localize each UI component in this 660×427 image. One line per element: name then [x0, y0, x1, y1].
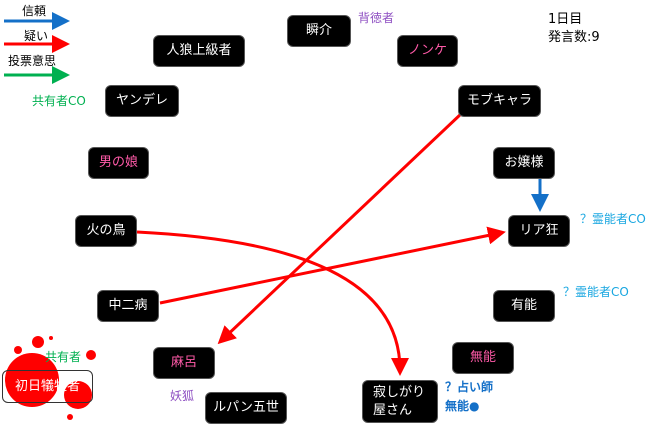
node-nonke[interactable]: ノンケ [397, 35, 458, 67]
node-yandere[interactable]: ヤンデレ [105, 85, 179, 117]
node-munou[interactable]: 無能 [452, 342, 514, 374]
annotation-yandere: 共有者CO [32, 94, 86, 108]
annotation-victim: 共有者 [45, 350, 82, 364]
node-mobu[interactable]: モブキャラ [458, 85, 541, 117]
doubt-arrow-hinotori-sabishi [136, 230, 409, 376]
legend-vote-label: 投票意思 [8, 54, 57, 68]
legend-doubt-label: 疑い [24, 29, 49, 43]
node-sabishigariya-line1: 寂しがり [373, 384, 426, 400]
node-shunsuke[interactable]: 瞬介 [287, 15, 351, 47]
node-maro[interactable]: 麻呂 [153, 347, 215, 379]
node-yuunou[interactable]: 有能 [493, 290, 555, 322]
annotation-sabishi-seer: ？占い師 [445, 380, 494, 394]
annotation-shunsuke: 背徳者 [358, 11, 395, 25]
doubt-arrow-chuni-riakyo [159, 226, 506, 305]
day-label: 1日目 [548, 12, 583, 27]
annotation-riakyo: ？霊能者CO [580, 212, 646, 226]
speech-count: 発言数:9 [548, 30, 600, 45]
node-lupin[interactable]: ルパン五世 [205, 392, 287, 424]
node-otokonoko[interactable]: 男の娘 [88, 147, 149, 179]
node-sabishigariya[interactable]: 寂しがり 屋さん [362, 380, 438, 423]
node-chuni[interactable]: 中二病 [97, 290, 159, 322]
annotation-sabishi-result: 無能● [445, 399, 480, 413]
node-ojou[interactable]: お嬢様 [493, 147, 555, 179]
annotation-maro: 妖狐 [170, 389, 195, 403]
legend-trust-label: 信頼 [22, 4, 47, 18]
annotation-yuunou: ？霊能者CO [563, 285, 629, 299]
doubt-arrow-mobu-maro [217, 111, 464, 345]
node-sabishigariya-line2: 屋さん [373, 402, 413, 418]
node-riakyo[interactable]: リア狂 [508, 215, 570, 247]
node-victim[interactable]: 初日犠牲者 [2, 370, 93, 403]
node-hinotori[interactable]: 火の鳥 [75, 215, 137, 247]
node-jinro[interactable]: 人狼上級者 [153, 35, 245, 67]
